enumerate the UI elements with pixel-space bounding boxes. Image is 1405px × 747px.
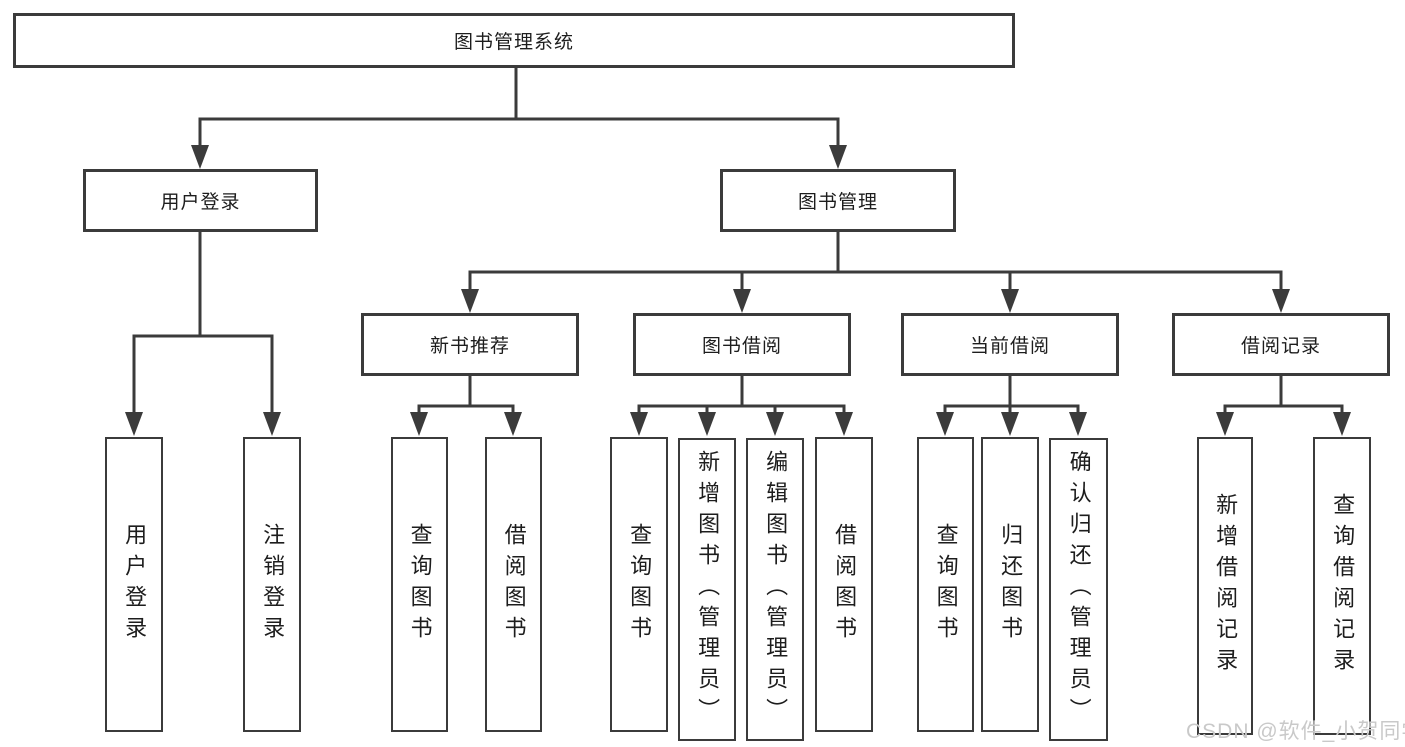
node-book-management-label: 图书管理 bbox=[797, 192, 878, 213]
node-root: 图书管理系统 bbox=[13, 13, 1015, 68]
node-root-label: 图书管理系统 bbox=[453, 32, 574, 53]
node-cb-return-books-label: 归还图书 bbox=[998, 522, 1024, 647]
node-leaf-logout: 注销登录 bbox=[243, 437, 301, 732]
node-bb-edit-books-label: 编辑图书（管理员） bbox=[763, 450, 789, 729]
node-bb-borrow-books: 借阅图书 bbox=[815, 437, 873, 732]
node-bb-query-books: 查询图书 bbox=[610, 437, 668, 732]
node-book-management: 图书管理 bbox=[720, 169, 956, 232]
node-nb-query-books-label: 查询图书 bbox=[407, 522, 433, 647]
node-bb-query-books-label: 查询图书 bbox=[627, 522, 653, 647]
node-nb-query-books: 查询图书 bbox=[391, 437, 448, 732]
node-cb-return-books: 归还图书 bbox=[981, 437, 1039, 732]
csdn-watermark: CSDN @软件_小贺同学 bbox=[1186, 720, 1405, 743]
node-bb-add-books-label: 新增图书（管理员） bbox=[695, 450, 721, 729]
node-cb-query-books-label: 查询图书 bbox=[933, 522, 959, 647]
node-bb-add-books: 新增图书（管理员） bbox=[678, 438, 736, 741]
node-leaf-logout-label: 注销登录 bbox=[260, 522, 286, 647]
node-cb-confirm-return-label: 确认归还（管理员） bbox=[1066, 450, 1092, 729]
node-bb-edit-books: 编辑图书（管理员） bbox=[746, 438, 804, 741]
node-br-add-record-label: 新增借阅记录 bbox=[1213, 493, 1239, 679]
node-nb-borrow-books-label: 借阅图书 bbox=[501, 522, 527, 647]
node-user-login-label: 用户登录 bbox=[160, 192, 241, 213]
node-borrow-records: 借阅记录 bbox=[1172, 313, 1390, 376]
node-user-login: 用户登录 bbox=[83, 169, 318, 232]
node-cb-query-books: 查询图书 bbox=[917, 437, 974, 732]
node-book-borrow: 图书借阅 bbox=[633, 313, 851, 376]
node-borrow-records-label: 借阅记录 bbox=[1240, 336, 1321, 357]
node-current-borrow: 当前借阅 bbox=[901, 313, 1119, 376]
node-leaf-user-login-label: 用户登录 bbox=[122, 522, 148, 647]
arrowheads bbox=[125, 145, 1351, 436]
node-leaf-user-login: 用户登录 bbox=[105, 437, 163, 732]
node-new-book-recommend: 新书推荐 bbox=[361, 313, 579, 376]
node-br-add-record: 新增借阅记录 bbox=[1197, 437, 1253, 735]
node-br-query-record: 查询借阅记录 bbox=[1313, 437, 1371, 735]
node-bb-borrow-books-label: 借阅图书 bbox=[832, 522, 858, 647]
node-new-book-recommend-label: 新书推荐 bbox=[429, 336, 510, 357]
node-nb-borrow-books: 借阅图书 bbox=[485, 437, 542, 732]
connector-segments bbox=[132, 68, 1344, 416]
node-book-borrow-label: 图书借阅 bbox=[701, 336, 782, 357]
node-current-borrow-label: 当前借阅 bbox=[969, 336, 1050, 357]
node-cb-confirm-return: 确认归还（管理员） bbox=[1049, 438, 1108, 741]
node-br-query-record-label: 查询借阅记录 bbox=[1330, 493, 1356, 679]
